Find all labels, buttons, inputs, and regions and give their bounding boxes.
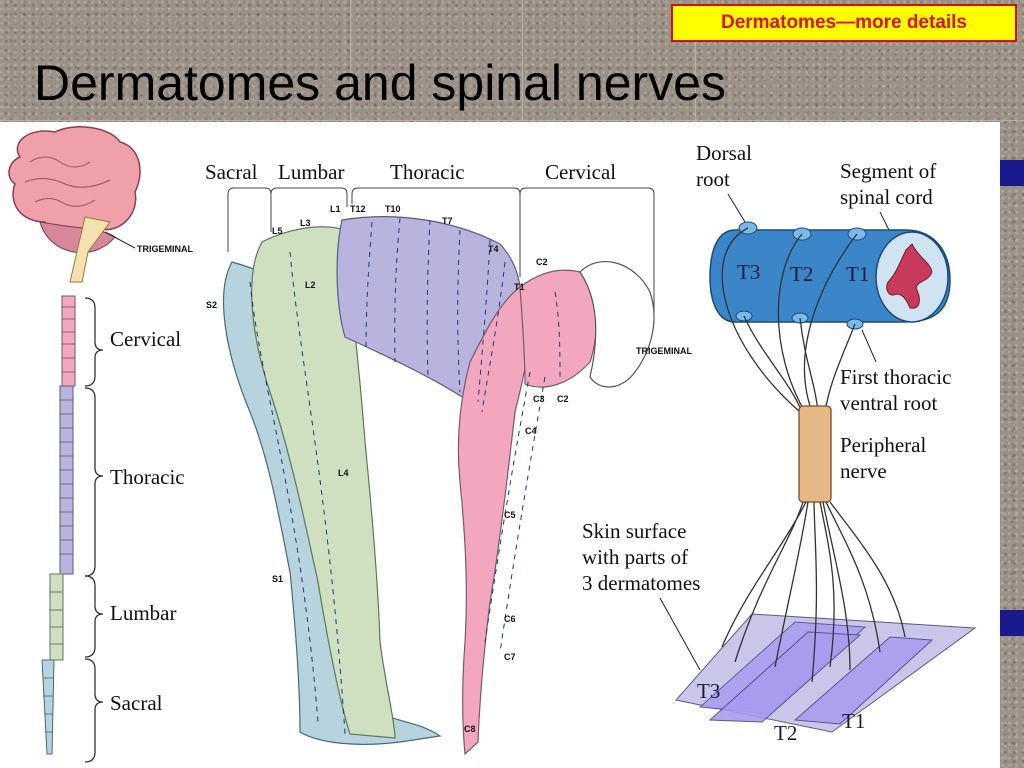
- label-t12: T12: [350, 204, 366, 214]
- dermatome-figure: TRIGEMINAL Cervical Thoracic Lumbar Sacr…: [0, 122, 1000, 768]
- sacral-brace: [84, 658, 104, 763]
- thoracic-label: Thoracic: [110, 465, 185, 489]
- cervical-label: Cervical: [110, 327, 181, 351]
- trigeminal-pointer: [104, 231, 136, 249]
- side-tab: [1000, 610, 1024, 636]
- sacral-label: Sacral: [110, 691, 163, 715]
- head-trigeminal-label: TRIGEMINAL: [636, 346, 692, 356]
- lumbar-brace: [84, 575, 104, 658]
- figure-svg: TRIGEMINAL Cervical Thoracic Lumbar Sacr…: [8, 126, 977, 763]
- head: [579, 261, 655, 388]
- lumbar-label: Lumbar: [110, 601, 176, 625]
- slide-title: Dermatomes and spinal nerves: [34, 55, 726, 111]
- header-sacral: Sacral: [205, 160, 258, 184]
- label-l2: L2: [305, 280, 316, 290]
- label-c2-top: C2: [536, 257, 548, 267]
- header-brackets: [227, 187, 655, 318]
- dorsal-root-pointer: [727, 193, 746, 223]
- dermatome-dashes: [249, 217, 561, 735]
- label-c8: C8: [464, 724, 476, 734]
- sacral-cord: [41, 659, 55, 755]
- cervical-neck: [519, 269, 598, 388]
- skin-pointer: [659, 597, 701, 671]
- background-divider: [0, 120, 1024, 121]
- grey-matter: [886, 243, 933, 309]
- thoracic-brace: [84, 387, 104, 577]
- brain: [8, 126, 141, 236]
- nerve-branches: [721, 501, 906, 683]
- segment-t2: T2: [790, 262, 813, 286]
- header-thoracic: Thoracic: [390, 160, 465, 184]
- label-l5: L5: [272, 226, 283, 236]
- segment-t1: T1: [846, 262, 869, 286]
- thoracic-cord: [59, 385, 74, 575]
- cervical-cord: [61, 295, 76, 387]
- strip-t2-label: T2: [774, 721, 797, 745]
- lumbar-cord: [49, 573, 64, 661]
- label-t1: T1: [514, 282, 525, 292]
- label-c2: C2: [557, 394, 569, 404]
- label-t4: T4: [488, 244, 499, 254]
- side-tab: [1000, 160, 1024, 186]
- more-details-link[interactable]: Dermatomes—more details: [671, 4, 1017, 42]
- label-l4: L4: [338, 468, 349, 478]
- body-dermatomes: Sacral Lumbar Thoracic Cervical TRIGEMIN…: [205, 160, 692, 756]
- ventral-pointer: [861, 329, 877, 363]
- label-t7: T7: [442, 216, 453, 226]
- brainstem: [69, 216, 111, 283]
- header-lumbar: Lumbar: [278, 160, 344, 184]
- header-cervical: Cervical: [545, 160, 616, 184]
- segment-label: Segment of spinal cord: [840, 159, 941, 209]
- label-c4: C4: [525, 426, 537, 436]
- peripheral-label: Peripheral nerve: [840, 433, 932, 483]
- label-c3: C3: [533, 394, 545, 404]
- brain-folds: [24, 156, 111, 207]
- segment-t3: T3: [737, 260, 760, 284]
- cervical-arm: [457, 286, 532, 756]
- label-l1: L1: [330, 204, 341, 214]
- label-s2: S2: [206, 300, 217, 310]
- peripheral-nerve: [798, 405, 832, 503]
- label-t10: T10: [385, 204, 401, 214]
- ventral-root-label: First thoracic ventral root: [840, 365, 957, 415]
- label-s1: S1: [272, 574, 283, 584]
- trigeminal-label: TRIGEMINAL: [137, 244, 193, 254]
- cervical-brace: [84, 297, 104, 387]
- strip-t1-label: T1: [842, 709, 865, 733]
- dermatome-strip-t2: [708, 631, 862, 723]
- brain-spinal-cord: TRIGEMINAL Cervical Thoracic Lumbar Sacr…: [8, 126, 193, 763]
- label-c6: C6: [504, 614, 516, 624]
- dorsal-root-label: Dorsal root: [696, 141, 757, 191]
- label-c5: C5: [504, 510, 516, 520]
- dermatome-strip-t1: [793, 636, 934, 725]
- label-l3: L3: [300, 218, 311, 228]
- spinal-nerve-diagram: Dorsal root Segment of spinal cord T3 T2…: [582, 141, 977, 745]
- cord-segment-lines: [43, 306, 75, 733]
- label-c7: C7: [504, 652, 516, 662]
- strip-t3-label: T3: [697, 679, 720, 703]
- segment-pointer: [879, 211, 891, 233]
- skin-surface-label: Skin surface with parts of 3 dermatomes: [582, 519, 700, 595]
- nerve-fibres: [721, 227, 858, 413]
